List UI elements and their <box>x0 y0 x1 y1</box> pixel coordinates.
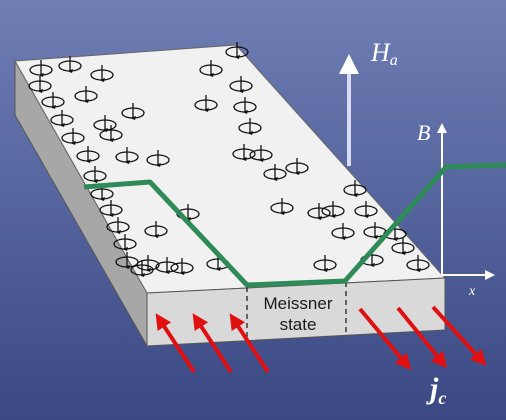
vortex-icon <box>144 221 168 238</box>
vortex-icon <box>121 103 145 120</box>
vortex-icon <box>93 115 117 132</box>
vortex-icon <box>194 95 218 112</box>
vortex-icon <box>321 201 345 218</box>
vortex-icon <box>76 146 100 163</box>
vortex-icon <box>106 217 130 234</box>
vortex-icon <box>99 200 123 217</box>
vortex-icon <box>313 255 337 272</box>
applied-field-label: Ha <box>371 38 398 70</box>
vortex-icon <box>354 201 378 218</box>
vortex-icon <box>285 158 309 175</box>
vortex-icon <box>61 128 85 145</box>
vortex-icon <box>343 180 367 197</box>
vortex-icon <box>233 97 257 114</box>
vortex-icon <box>74 86 98 103</box>
vortex-icon <box>50 110 74 127</box>
vortex-icon <box>146 150 170 167</box>
vortex-icon <box>331 223 355 240</box>
vortex-icon <box>28 76 52 93</box>
vortex-icon <box>113 234 137 251</box>
vortex-icon <box>170 258 194 275</box>
current-arrow-icon <box>431 305 487 366</box>
vortex-icon <box>83 166 107 183</box>
x-axis-label: x <box>469 284 476 299</box>
vortex-icon <box>29 60 53 77</box>
vortex-icon <box>225 42 249 59</box>
current-arrow-icon <box>192 313 233 374</box>
vortex-group <box>28 42 430 277</box>
vortex-icon <box>229 76 253 93</box>
current-arrows <box>155 305 487 374</box>
vortex-icon <box>58 56 82 73</box>
current-arrow-icon <box>396 306 448 369</box>
vortex-icon <box>199 60 223 77</box>
vortex-icon <box>406 255 430 272</box>
current-subscript: c <box>438 388 447 408</box>
vortex-icon <box>270 198 294 215</box>
current-arrow-icon <box>229 313 270 374</box>
vortex-icon <box>136 255 160 272</box>
vortex-icon <box>238 118 262 135</box>
vortex-icon <box>115 252 139 269</box>
meissner-state-label: Meissner state <box>250 293 346 335</box>
induction-axis-label: B <box>417 120 431 145</box>
vortex-icon <box>115 147 139 164</box>
vortex-icon <box>249 145 273 162</box>
vortex-icon <box>391 238 415 255</box>
vortex-icon <box>232 144 256 161</box>
meissner-line-2: state <box>279 315 317 334</box>
current-symbol: j <box>430 372 439 405</box>
current-arrow-icon <box>155 313 196 374</box>
vortex-icon <box>307 203 331 220</box>
b-profile-line <box>83 162 506 288</box>
critical-current-label: jc <box>430 372 446 409</box>
vortex-icon <box>263 164 287 181</box>
vortex-icon <box>90 65 114 82</box>
slab-top-face <box>14 44 447 294</box>
vortex-icon <box>41 92 65 109</box>
meissner-line-1: Meissner <box>263 294 333 313</box>
current-arrow-icon <box>358 307 412 371</box>
field-symbol: H <box>371 38 390 67</box>
vortex-icon <box>155 257 179 274</box>
field-subscript: a <box>389 52 398 69</box>
vortex-icon <box>99 125 123 142</box>
